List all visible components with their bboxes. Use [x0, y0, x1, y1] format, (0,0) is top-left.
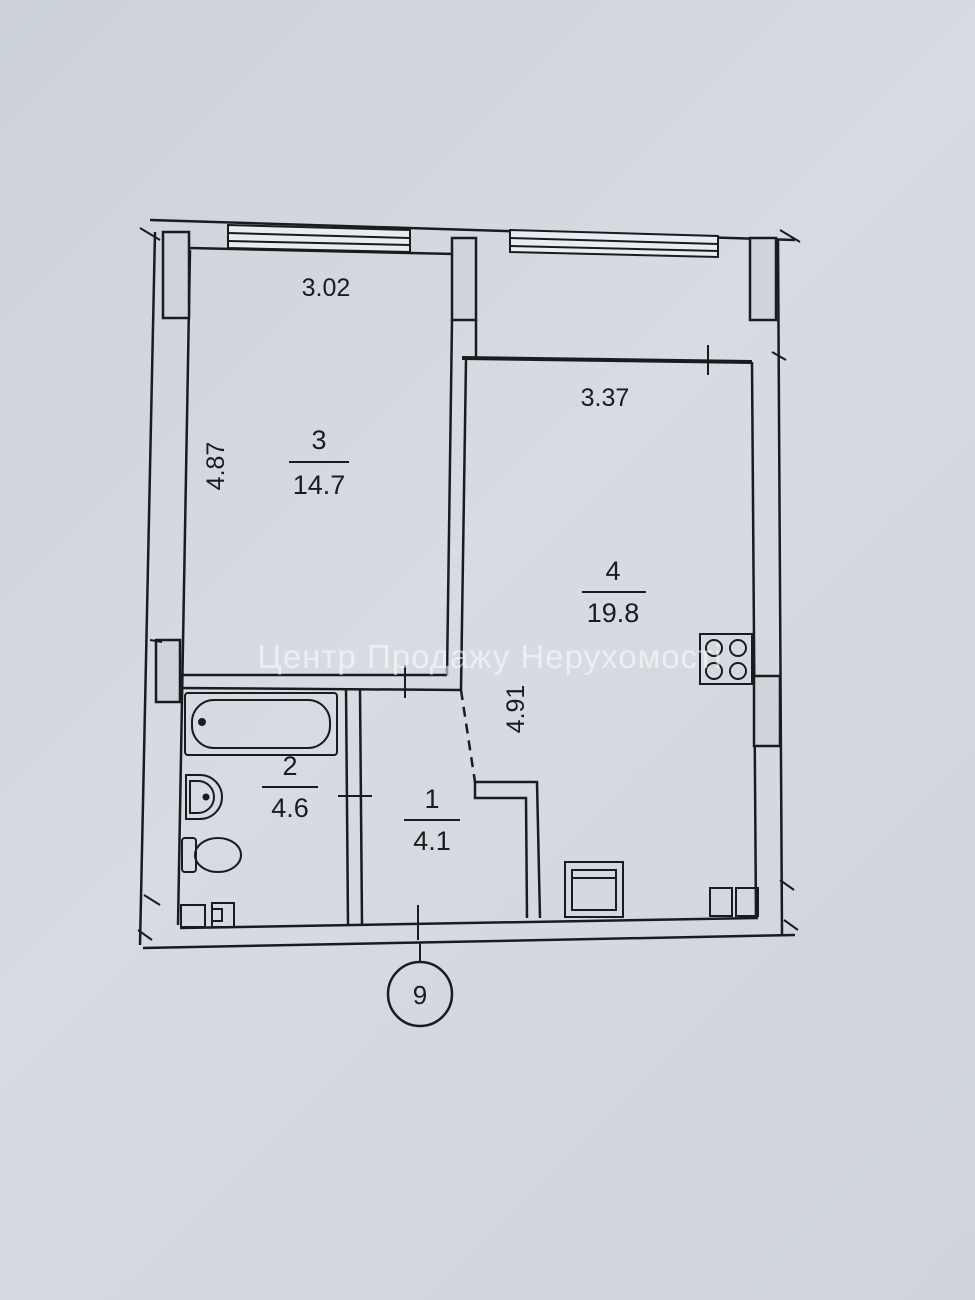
- wall-piers: [154, 230, 782, 748]
- toilet-icon: [181, 837, 242, 873]
- outer-walls: [138, 218, 796, 950]
- pier-top-left: [161, 230, 191, 320]
- bedroom-width-label: 3.02: [302, 274, 351, 302]
- room-number-bedroom: 3: [311, 425, 326, 455]
- window-kitchen: [509, 228, 719, 259]
- room-label-bathroom: 2 4.6: [262, 751, 318, 823]
- interior-walls: [178, 319, 753, 926]
- right-wall-outer: [776, 239, 784, 936]
- kitchen-length-label: 4.91: [502, 685, 530, 734]
- watermark: Центр Продажу Нерухомості: [257, 638, 722, 675]
- axis-marker-label: 9: [413, 980, 427, 1010]
- right-wall-inner: [750, 361, 758, 919]
- room-number-hall: 1: [424, 784, 439, 814]
- bathroom-shafts: [180, 902, 235, 928]
- pier-left-lower: [154, 638, 182, 704]
- kitchen-door-opening: [459, 689, 477, 783]
- pier-top-middle: [450, 236, 478, 322]
- room-area-bedroom: 14.7: [293, 470, 346, 500]
- fixtures: [180, 633, 759, 928]
- appliance-icon: [564, 861, 624, 918]
- bathroom-hall-wall-b: [358, 689, 364, 926]
- left-wall-outer: [138, 231, 157, 946]
- room-area-kitchen: 19.8: [587, 598, 640, 628]
- room-labels: 3 14.7 4 19.8 2 4.6 1 4.1: [262, 425, 646, 856]
- bathtub-icon: [184, 692, 338, 756]
- left-wall-inner: [176, 249, 192, 926]
- bedroom-kitchen-wall-b: [459, 359, 468, 691]
- pier-right-lower: [752, 674, 782, 748]
- room-area-hall: 4.1: [413, 826, 451, 856]
- bedroom-bottom-wall-b: [178, 686, 462, 692]
- room-area-bathroom: 4.6: [271, 793, 309, 823]
- hall-kitchen-wall-a: [473, 782, 529, 919]
- bedroom-length-label: 4.87: [202, 442, 230, 491]
- bottom-wall-inner: [179, 916, 759, 930]
- stove-icon: [699, 633, 753, 685]
- dimension-labels: 3.02 3.37 4.87 4.91: [202, 274, 629, 733]
- loggia-partition: [461, 356, 753, 364]
- room-label-bedroom: 3 14.7: [289, 425, 349, 500]
- window-bedroom: [227, 223, 411, 254]
- door-ticks: [149, 345, 787, 940]
- hall-kitchen-wall-b: [475, 780, 542, 919]
- pier-top-right: [748, 236, 778, 322]
- axis-marker-circle: [386, 960, 454, 1028]
- kitchen-shafts: [709, 887, 759, 917]
- bottom-wall-outer: [142, 933, 796, 950]
- dimension-ticks: [137, 227, 801, 941]
- windows: [227, 223, 719, 259]
- kitchen-width-label: 3.37: [581, 384, 630, 412]
- bathroom-hall-wall-a: [344, 687, 350, 926]
- room-number-kitchen: 4: [605, 556, 620, 586]
- sink-icon: [185, 774, 223, 820]
- room-label-kitchen: 4 19.8: [582, 556, 646, 628]
- axis-marker: 9: [386, 942, 454, 1028]
- room-number-bathroom: 2: [282, 751, 297, 781]
- bedroom-kitchen-wall-a: [445, 319, 454, 676]
- room-label-hall: 1 4.1: [404, 784, 460, 856]
